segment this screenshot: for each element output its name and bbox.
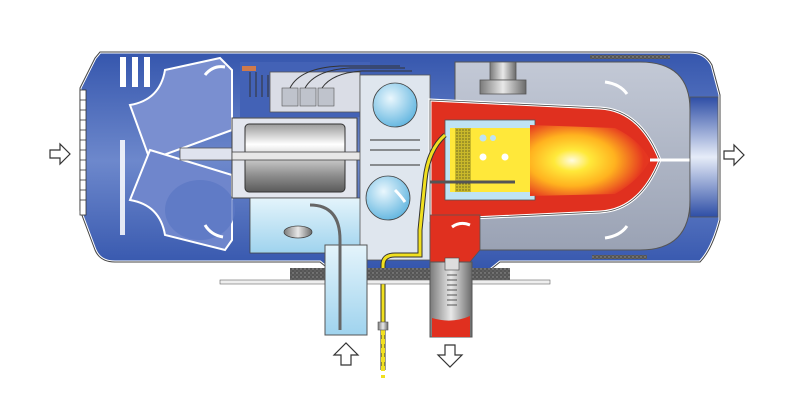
overheat-sensor: [479, 61, 527, 95]
inlet-grille: [79, 57, 150, 235]
warm-air-outlet-arrow-icon: [723, 143, 745, 167]
combustion-air-blower: [249, 74, 431, 261]
warm-air-outlet: [689, 96, 719, 218]
combustion-air-intake-pipe: [283, 203, 368, 336]
mounting-plate: [219, 268, 551, 285]
exhaust-outlet-arrow-icon: [436, 344, 464, 368]
fuel-line: [377, 133, 447, 378]
intake-air-arrow-icon: [49, 142, 71, 166]
exhaust-pipe: [429, 214, 481, 338]
combustion-chamber: [428, 98, 690, 222]
airflow-arrow-icons: [393, 80, 629, 240]
control-unit: [240, 62, 412, 117]
electric-motor: [231, 117, 433, 199]
combustion-air-inlet-arrow-icon: [332, 342, 360, 366]
blower-fan: [128, 56, 241, 252]
